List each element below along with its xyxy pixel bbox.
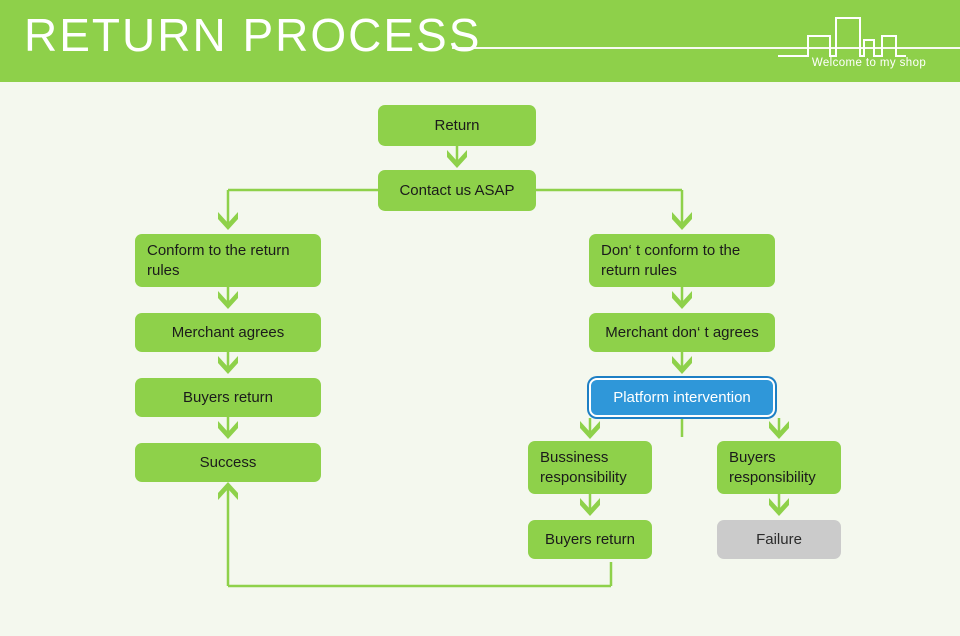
node-return[interactable]: Return <box>378 105 536 146</box>
node-label: Return <box>434 116 480 134</box>
node-failure[interactable]: Failure <box>717 520 841 559</box>
title-divider <box>452 47 960 49</box>
node-label: Buyers return <box>544 530 636 548</box>
node-buyers-return-right[interactable]: Buyers return <box>528 520 652 559</box>
node-label: Failure <box>756 530 802 548</box>
node-conform-to-return-rules[interactable]: Conform to the return rules <box>135 234 321 287</box>
page-title: RETURN PROCESS <box>24 9 482 61</box>
page-header: RETURN PROCESS Welcome to my shop <box>0 0 960 82</box>
node-label: Contact us ASAP <box>399 181 515 199</box>
node-buyers-responsibility[interactable]: Buyers responsibility <box>717 441 841 494</box>
node-label: Don‘ t conform to the return rules <box>601 241 741 279</box>
node-merchant-agrees[interactable]: Merchant agrees <box>135 313 321 352</box>
welcome-text: Welcome to my shop <box>811 57 927 69</box>
node-bussiness-responsibility[interactable]: Bussiness responsibility <box>528 441 652 494</box>
node-success[interactable]: Success <box>135 443 321 482</box>
node-label: Merchant don‘ t agrees <box>605 323 759 341</box>
node-buyers-return-left[interactable]: Buyers return <box>135 378 321 417</box>
node-contact-us-asap[interactable]: Contact us ASAP <box>378 170 536 211</box>
node-label: Buyers responsibility <box>729 448 816 486</box>
node-label: Merchant agrees <box>171 323 285 341</box>
node-label: Success <box>199 453 257 471</box>
node-platform-intervention[interactable]: Platform intervention <box>589 378 775 417</box>
city-skyline-icon <box>778 17 906 57</box>
node-dont-conform-to-return-rules[interactable]: Don‘ t conform to the return rules <box>589 234 775 287</box>
node-label: Platform intervention <box>613 388 751 406</box>
node-merchant-dont-agrees[interactable]: Merchant don‘ t agrees <box>589 313 775 352</box>
node-label: Bussiness responsibility <box>540 448 627 486</box>
node-label: Conform to the return rules <box>147 241 290 279</box>
node-label: Buyers return <box>182 388 274 406</box>
